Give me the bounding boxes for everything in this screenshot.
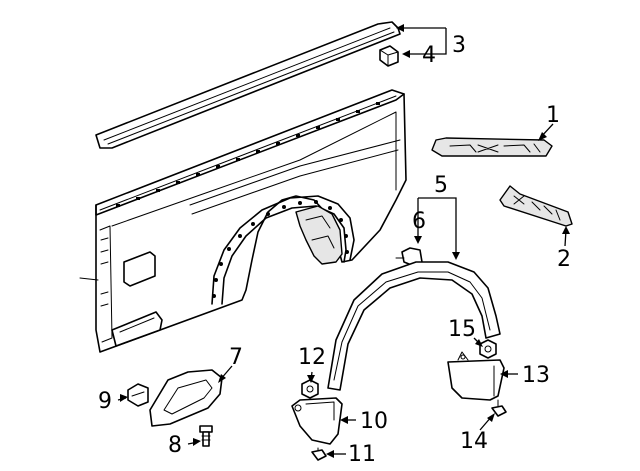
x31-emblem bbox=[499, 185, 573, 227]
callout-9: 9 bbox=[98, 389, 112, 414]
callout-12: 12 bbox=[298, 345, 326, 370]
bed-rail-cap bbox=[95, 21, 401, 149]
callout-2: 2 bbox=[557, 247, 571, 272]
rail-clip bbox=[379, 45, 399, 67]
step-pad bbox=[149, 369, 223, 427]
callout-4: 4 bbox=[422, 43, 436, 68]
nut-15 bbox=[479, 339, 497, 359]
mud-flap-front bbox=[291, 397, 343, 445]
rail-holes bbox=[116, 102, 380, 207]
callout-1: 1 bbox=[546, 103, 560, 128]
push-retainer-9 bbox=[127, 383, 149, 407]
mud-flap-rear bbox=[447, 351, 505, 401]
callout-labels: 1 2 3 4 5 6 7 8 9 10 11 12 13 14 15 bbox=[98, 33, 571, 467]
callout-8: 8 bbox=[168, 433, 182, 458]
callout-15: 15 bbox=[448, 317, 476, 342]
nut-12 bbox=[301, 379, 319, 399]
4x4-emblem bbox=[431, 137, 553, 157]
callout-3: 3 bbox=[452, 33, 466, 58]
callout-10: 10 bbox=[360, 409, 388, 434]
fastener-8 bbox=[199, 425, 213, 447]
callout-11: 11 bbox=[348, 442, 376, 467]
callout-13: 13 bbox=[522, 363, 550, 388]
leader-lines bbox=[117, 24, 570, 458]
callout-14: 14 bbox=[460, 429, 488, 454]
callout-5: 5 bbox=[434, 173, 448, 198]
bed-side-panel bbox=[79, 89, 407, 353]
callout-7: 7 bbox=[229, 345, 243, 370]
flange-holes bbox=[212, 200, 349, 298]
wheel-flare bbox=[327, 261, 501, 391]
callout-6: 6 bbox=[412, 209, 426, 234]
screw-14 bbox=[491, 399, 507, 417]
screw-11 bbox=[311, 447, 327, 461]
